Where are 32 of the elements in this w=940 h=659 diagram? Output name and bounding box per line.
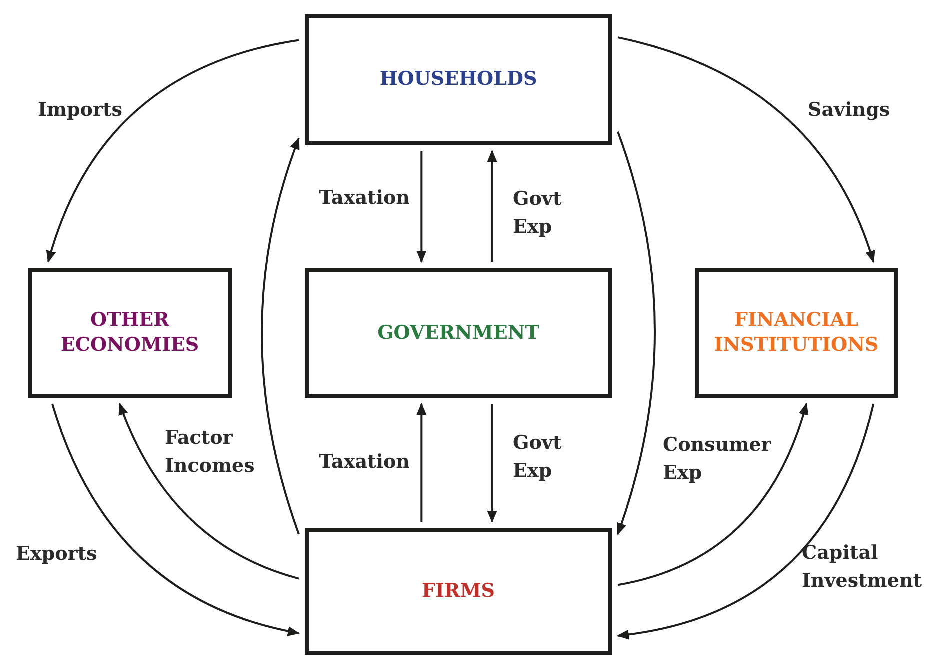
arrow xyxy=(118,403,300,580)
sector-box xyxy=(305,14,612,145)
arrow xyxy=(617,404,875,640)
arrow xyxy=(618,36,875,263)
edge-label: Exports xyxy=(16,542,98,567)
sector-name: GOVERNMENT xyxy=(376,320,540,346)
sector-box xyxy=(695,268,898,398)
edge-label: Taxation xyxy=(318,450,410,475)
arrow xyxy=(52,404,300,636)
arrow xyxy=(618,403,808,586)
arrow xyxy=(416,403,427,522)
arrow xyxy=(46,39,300,263)
edge-label: Factor Incomes xyxy=(165,426,256,479)
arrow xyxy=(487,404,498,523)
edge-label: Imports xyxy=(38,98,124,123)
edge-label: Taxation xyxy=(318,186,410,211)
sector-box xyxy=(305,528,612,655)
arrow xyxy=(416,151,427,263)
edge-label: Savings xyxy=(808,98,892,123)
sector-name: FINANCIAL INSTITUTIONS xyxy=(713,308,880,358)
edge-label: Capital Investment xyxy=(802,541,924,594)
edge-label: Consumer Exp xyxy=(663,433,772,486)
sector-box xyxy=(305,268,612,398)
edge-label: Govt Exp xyxy=(513,431,563,484)
sector-box xyxy=(28,268,232,398)
sector-name: OTHER ECONOMIES xyxy=(60,308,200,358)
arrow xyxy=(261,138,300,535)
edge-label: Govt Exp xyxy=(513,187,563,240)
arrow xyxy=(616,132,656,536)
sector-name: HOUSEHOLDS xyxy=(378,67,538,92)
sector-name: FIRMS xyxy=(421,579,496,604)
arrow xyxy=(487,150,498,262)
